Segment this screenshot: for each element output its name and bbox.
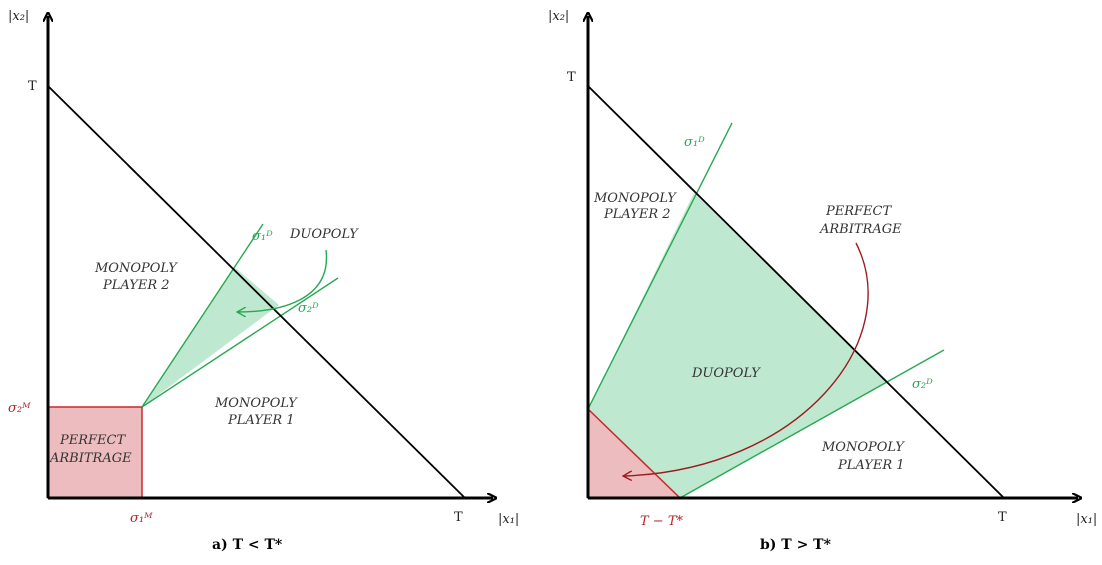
x-axis-label: |x₁| [1076,512,1097,527]
sigma1-d-label: σ₁ᴰ [252,229,273,244]
monopoly-player2-line2: PLAYER 2 [102,278,170,293]
perfect-arbitrage-arrow [624,242,869,476]
monopoly-player2-line1: MONOPOLY [593,191,677,206]
x-axis-label: |x₁| [498,512,519,527]
panel-a: |x₂| |x₁| T T σ₁ᴰ σ₂ᴰ σ₁ᴹ σ₂ᴹ DUOPOLY MO… [8,9,519,553]
arbitrage-line1: PERFECT [59,433,126,448]
y-axis-label: |x₂| [548,9,569,24]
sigma1-d-line [141,223,264,408]
sigma2-d-line [141,277,339,408]
monopoly-player1-line1: MONOPOLY [821,440,905,455]
duopoly-label: DUOPOLY [691,366,761,381]
monopoly-player2-line1: MONOPOLY [94,261,178,276]
monopoly-player1-line2: PLAYER 1 [837,458,905,473]
sigma2-d-label: σ₂ᴰ [298,301,319,316]
sigma2-d-line [679,349,945,499]
monopoly-player1-line1: MONOPOLY [214,396,298,411]
duopoly-label: DUOPOLY [289,227,359,242]
monopoly-player1-line2: PLAYER 1 [227,413,295,428]
caption-a: a) T < T* [212,537,283,553]
duopoly-arrow [238,249,328,312]
arbitrage-line2: ARBITRAGE [49,451,132,466]
sigma1-d-label: σ₁ᴰ [684,135,705,150]
x-tick-t: T [454,510,463,525]
duopoly-region [142,267,279,407]
caption-b: b) T > T* [760,537,832,553]
budget-line [587,85,1005,499]
y-tick-t: T [567,70,576,85]
sigma1-d-line [587,122,733,410]
arbitrage-line1: PERFECT [825,204,892,219]
panel-b: |x₂| |x₁| T T σ₁ᴰ σ₂ᴰ T − T* DUOPOLY MON… [548,9,1097,553]
sigma1-m-label: σ₁ᴹ [130,511,153,526]
budget-line [47,85,466,499]
monopoly-player2-line2: PLAYER 2 [603,207,671,222]
arbitrage-line2: ARBITRAGE [819,222,902,237]
x-tick-t: T [998,510,1007,525]
y-axis-label: |x₂| [8,9,29,24]
perfect-arbitrage-region [47,406,143,499]
duopoly-region [588,193,886,498]
sigma2-d-label: σ₂ᴰ [912,377,933,392]
sigma2-m-label: σ₂ᴹ [8,401,31,416]
t-minus-tstar-label: T − T* [640,514,683,529]
y-tick-t: T [28,79,37,94]
